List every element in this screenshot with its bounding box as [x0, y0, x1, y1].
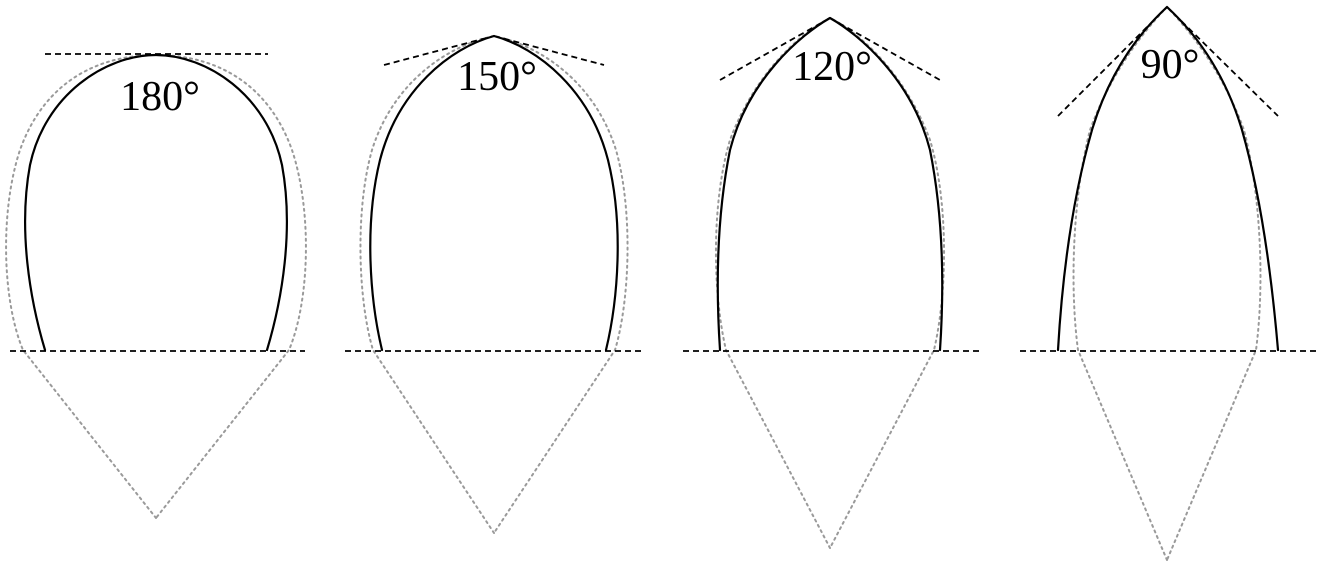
panel-180: 180°	[5, 53, 307, 520]
panel-150: 150°	[345, 34, 642, 535]
tip-tangent-line-left	[719, 17, 831, 81]
angle-label: 180°	[120, 74, 200, 120]
cap-outline	[24, 53, 288, 352]
tip-tangent-line-left	[1057, 6, 1168, 117]
panel-120: 120°	[683, 16, 980, 551]
panel-90: 90°	[1020, 5, 1316, 561]
full-droplet-ghost-outline	[5, 53, 307, 520]
angle-label: 120°	[792, 44, 872, 90]
full-droplet-ghost-outline	[714, 16, 946, 551]
full-droplet-ghost-outline	[1072, 5, 1262, 561]
angle-label: 90°	[1141, 42, 1200, 88]
tip-tangent-line-right	[1166, 6, 1279, 117]
angle-label: 150°	[457, 54, 537, 100]
tip-tangent-line-right	[493, 35, 605, 66]
tip-tangent-line-left	[383, 35, 495, 66]
tip-tangent-line-right	[829, 17, 941, 81]
